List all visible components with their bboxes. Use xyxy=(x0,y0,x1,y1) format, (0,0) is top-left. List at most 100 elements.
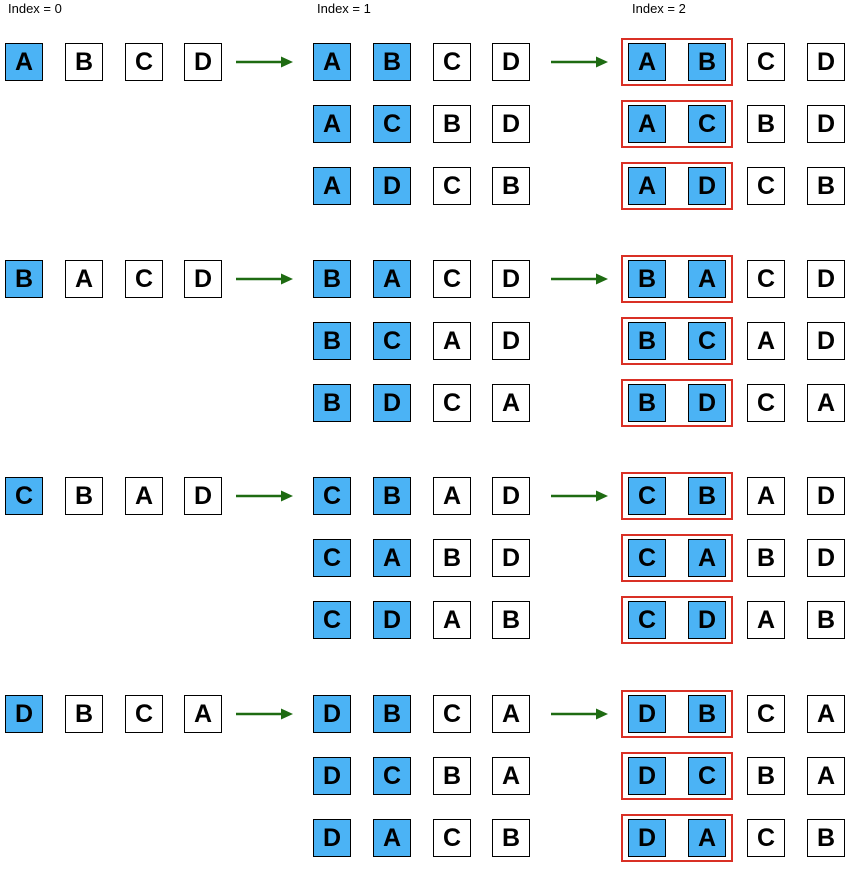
letter-box: D xyxy=(688,167,726,205)
letter-box: B xyxy=(65,695,103,733)
highlight-pair-frame xyxy=(621,38,733,86)
letter-box: B xyxy=(373,43,411,81)
letter-box: B xyxy=(747,539,785,577)
letter-box: C xyxy=(373,105,411,143)
arrow-index0-to-index1-head xyxy=(281,490,293,502)
letter-box: A xyxy=(313,43,351,81)
letter-box: D xyxy=(688,384,726,422)
letter-box: D xyxy=(313,819,351,857)
letter-box: A xyxy=(5,43,43,81)
letter-box: A xyxy=(65,260,103,298)
letter-box: B xyxy=(5,260,43,298)
letter-box: C xyxy=(373,757,411,795)
letter-box: C xyxy=(373,322,411,360)
letter-box: C xyxy=(313,539,351,577)
arrow-index1-to-index2-head xyxy=(596,56,608,68)
letter-box: A xyxy=(433,322,471,360)
letter-box: A xyxy=(373,819,411,857)
letter-box: D xyxy=(184,43,222,81)
highlight-pair-frame xyxy=(621,472,733,520)
arrow-index0-to-index1-head xyxy=(281,273,293,285)
letter-box: D xyxy=(492,539,530,577)
letter-box: D xyxy=(313,695,351,733)
letter-box: C xyxy=(747,384,785,422)
letter-box: B xyxy=(373,695,411,733)
letter-box: B xyxy=(747,105,785,143)
letter-box: A xyxy=(747,601,785,639)
letter-box: B xyxy=(628,322,666,360)
letter-box: B xyxy=(492,601,530,639)
letter-box: D xyxy=(628,819,666,857)
arrow-index0-to-index1-head xyxy=(281,56,293,68)
letter-box: A xyxy=(747,322,785,360)
letter-box: D xyxy=(313,757,351,795)
letter-box: C xyxy=(747,695,785,733)
letter-box: B xyxy=(492,167,530,205)
letter-box: D xyxy=(807,43,845,81)
letter-box: C xyxy=(688,105,726,143)
letter-box: D xyxy=(807,260,845,298)
highlight-pair-frame xyxy=(621,379,733,427)
letter-box: A xyxy=(125,477,163,515)
letter-box: C xyxy=(433,819,471,857)
arrow-index1-to-index2-head xyxy=(596,708,608,720)
letter-box: D xyxy=(628,757,666,795)
letter-box: A xyxy=(433,477,471,515)
letter-box: C xyxy=(313,477,351,515)
letter-box: D xyxy=(373,167,411,205)
header-index-0: Index = 0 xyxy=(8,1,62,16)
letter-box: A xyxy=(492,384,530,422)
header-index-2: Index = 2 xyxy=(632,1,686,16)
header-index-1: Index = 1 xyxy=(317,1,371,16)
letter-box: C xyxy=(5,477,43,515)
letter-box: B xyxy=(807,167,845,205)
letter-box: A xyxy=(184,695,222,733)
letter-box: A xyxy=(433,601,471,639)
letter-box: C xyxy=(433,167,471,205)
letter-box: B xyxy=(313,322,351,360)
letter-box: D xyxy=(807,477,845,515)
letter-box: C xyxy=(433,260,471,298)
letter-box: C xyxy=(125,695,163,733)
letter-box: D xyxy=(492,260,530,298)
letter-box: D xyxy=(492,322,530,360)
letter-box: A xyxy=(688,539,726,577)
letter-box: B xyxy=(747,757,785,795)
letter-box: A xyxy=(492,757,530,795)
letter-box: B xyxy=(313,260,351,298)
letter-box: D xyxy=(807,322,845,360)
letter-box: D xyxy=(628,695,666,733)
letter-box: C xyxy=(747,167,785,205)
letter-box: B xyxy=(688,477,726,515)
letter-box: A xyxy=(373,539,411,577)
arrow-index1-to-index2-head xyxy=(596,273,608,285)
letter-box: A xyxy=(807,757,845,795)
arrow-index1-to-index2-head xyxy=(596,490,608,502)
letter-box: B xyxy=(313,384,351,422)
letter-box: A xyxy=(492,695,530,733)
letter-box: D xyxy=(5,695,43,733)
letter-box: A xyxy=(688,819,726,857)
letter-box: C xyxy=(628,477,666,515)
highlight-pair-frame xyxy=(621,596,733,644)
letter-box: C xyxy=(433,384,471,422)
letter-box: B xyxy=(433,539,471,577)
highlight-pair-frame xyxy=(621,162,733,210)
letter-box: C xyxy=(125,43,163,81)
letter-box: B xyxy=(373,477,411,515)
letter-box: B xyxy=(433,105,471,143)
highlight-pair-frame xyxy=(621,100,733,148)
letter-box: B xyxy=(65,477,103,515)
letter-box: D xyxy=(184,260,222,298)
letter-box: D xyxy=(492,43,530,81)
letter-box: A xyxy=(628,43,666,81)
letter-box: D xyxy=(373,384,411,422)
letter-box: B xyxy=(688,43,726,81)
letter-box: B xyxy=(807,601,845,639)
letter-box: A xyxy=(688,260,726,298)
letter-box: B xyxy=(628,260,666,298)
letter-box: B xyxy=(492,819,530,857)
highlight-pair-frame xyxy=(621,752,733,800)
letter-box: A xyxy=(628,167,666,205)
letter-box: D xyxy=(807,539,845,577)
